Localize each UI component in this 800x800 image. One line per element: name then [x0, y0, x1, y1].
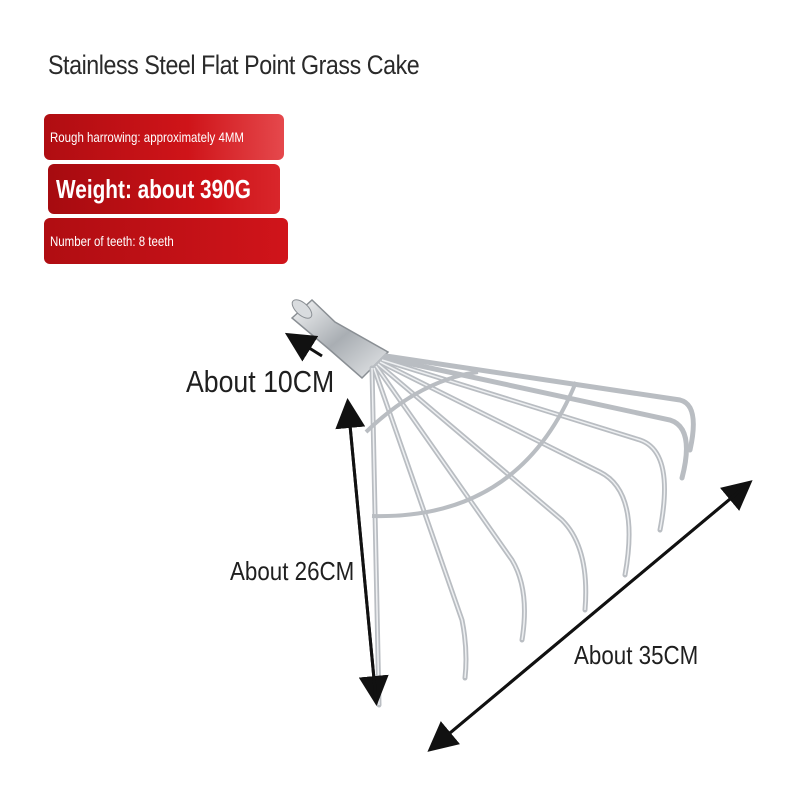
- spec-banner-weight: Weight: about 390G: [48, 164, 280, 214]
- rake-braces: [364, 370, 578, 519]
- socket-dimension-label: About 10CM: [186, 364, 335, 399]
- spec-teeth-text: Number of teeth: 8 teeth: [50, 233, 174, 249]
- product-title: Stainless Steel Flat Point Grass Cake: [48, 50, 420, 80]
- spec-weight-text: Weight: about 390G: [56, 174, 251, 204]
- dimension-arrows: [284, 332, 753, 752]
- length-dimension-label: About 26CM: [230, 556, 355, 586]
- rake-socket: [290, 298, 390, 380]
- spec-banner-teeth: Number of teeth: 8 teeth: [44, 218, 288, 264]
- spec-rough-harrowing-text: Rough harrowing: approximately 4MM: [50, 129, 244, 145]
- width-dimension-label: About 35CM: [574, 640, 699, 670]
- spec-banner-rough-harrowing: Rough harrowing: approximately 4MM: [44, 114, 284, 160]
